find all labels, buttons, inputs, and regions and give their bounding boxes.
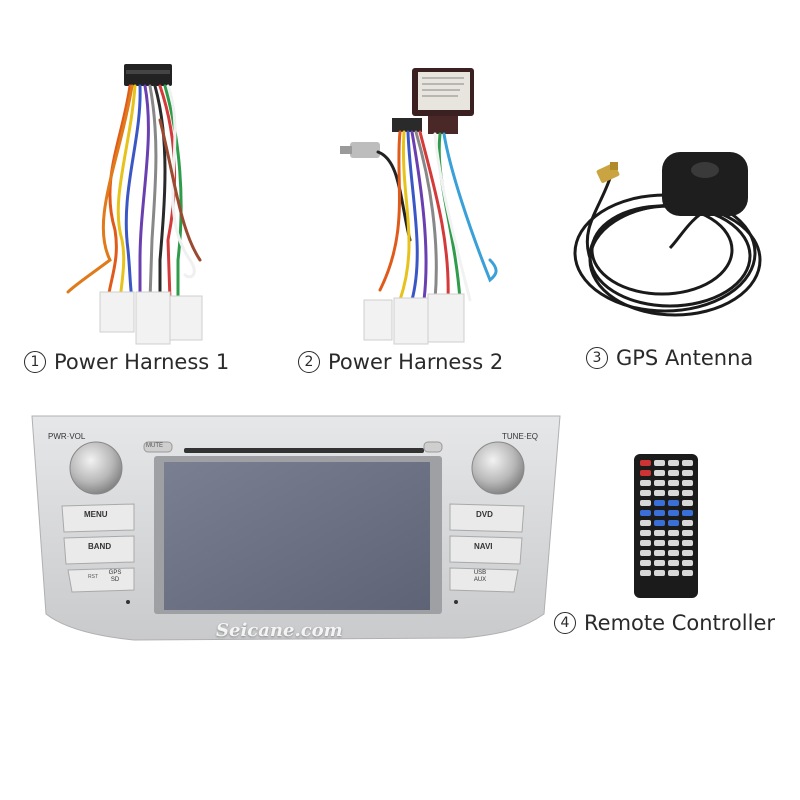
remote-button <box>640 470 651 476</box>
remote-button <box>654 550 665 556</box>
knob-left-label: PWR·VOL <box>48 432 86 441</box>
mute-label: MUTE <box>146 443 163 449</box>
watermark-text: Seicane.com <box>216 620 343 641</box>
remote-button <box>640 460 651 466</box>
remote-button <box>682 540 693 546</box>
remote-button <box>682 520 693 526</box>
remote-button <box>682 570 693 576</box>
remote-button <box>668 490 679 496</box>
remote-button <box>640 550 651 556</box>
band-button[interactable]: BAND <box>88 542 112 551</box>
caption-number: 1 <box>24 351 46 373</box>
remote-button <box>654 510 665 516</box>
remote-button <box>682 480 693 486</box>
caption-remote-controller: 4 Remote Controller <box>554 611 775 635</box>
remote-button <box>654 490 665 496</box>
caption-power-harness-2: 2 Power Harness 2 <box>298 350 503 374</box>
caption-label: Remote Controller <box>584 611 775 635</box>
remote-button <box>640 570 651 576</box>
remote-button <box>682 460 693 466</box>
caption-number: 2 <box>298 351 320 373</box>
remote-button <box>640 500 651 506</box>
remote-button <box>668 480 679 486</box>
remote-button <box>668 530 679 536</box>
caption-label: Power Harness 1 <box>54 350 230 374</box>
head-unit-body <box>31 415 561 641</box>
caption-number: 3 <box>586 347 608 369</box>
remote-button <box>640 530 651 536</box>
navi-button[interactable]: NAVI <box>474 542 493 551</box>
remote-button <box>668 560 679 566</box>
caption-power-harness-1: 1 Power Harness 1 <box>24 350 229 374</box>
remote-button <box>654 530 665 536</box>
remote-button <box>654 570 665 576</box>
power-harness-2-image <box>340 68 498 345</box>
remote-button <box>682 550 693 556</box>
remote-button <box>640 540 651 546</box>
remote-button <box>668 570 679 576</box>
remote-button <box>668 520 679 526</box>
remote-button <box>682 510 693 516</box>
remote-button <box>668 550 679 556</box>
remote-button <box>654 480 665 486</box>
remote-button <box>654 520 665 526</box>
remote-button <box>654 560 665 566</box>
caption-label: GPS Antenna <box>616 346 754 370</box>
remote-button <box>654 470 665 476</box>
remote-button <box>640 480 651 486</box>
car-stereo-head-unit: PWR·VOL TUNE·EQ MUTE MENU BAND RST GPS S… <box>24 414 568 654</box>
remote-button <box>640 510 651 516</box>
remote-button <box>654 460 665 466</box>
gps-antenna-image <box>573 152 762 317</box>
rst-label: RST <box>88 574 98 580</box>
remote-button <box>682 500 693 506</box>
remote-button <box>654 540 665 546</box>
caption-number: 4 <box>554 612 576 634</box>
remote-button <box>640 490 651 496</box>
remote-button <box>668 500 679 506</box>
remote-button <box>640 520 651 526</box>
power-harness-1-image <box>66 64 203 345</box>
remote-button <box>668 460 679 466</box>
caption-gps-antenna: 3 GPS Antenna <box>586 346 753 370</box>
dvd-button[interactable]: DVD <box>476 510 493 519</box>
gps-sd-button[interactable]: GPS SD <box>108 570 122 583</box>
remote-button <box>682 470 693 476</box>
caption-label: Power Harness 2 <box>328 350 504 374</box>
remote-button <box>682 490 693 496</box>
remote-controller-image <box>634 454 698 598</box>
remote-button <box>640 560 651 566</box>
remote-button <box>668 540 679 546</box>
remote-button <box>654 500 665 506</box>
remote-button <box>682 560 693 566</box>
usb-aux-button[interactable]: USB AUX <box>473 570 487 583</box>
remote-button <box>668 470 679 476</box>
remote-button <box>682 530 693 536</box>
remote-button <box>668 510 679 516</box>
knob-right-label: TUNE·EQ <box>502 432 538 441</box>
menu-button[interactable]: MENU <box>84 510 108 519</box>
